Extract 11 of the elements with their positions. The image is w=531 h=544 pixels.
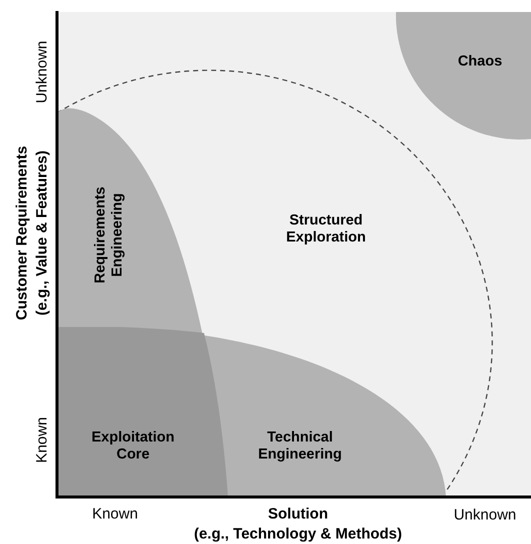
axis-tick-label: Known <box>32 416 52 465</box>
region-label: Exploitation Core <box>90 430 176 464</box>
axis-tick-label: Unknown <box>32 40 52 106</box>
region-label: Requirements Engineering <box>92 186 127 286</box>
region-label: Technical Engineering <box>257 430 343 464</box>
axis-tick-label: Unknown <box>452 505 518 525</box>
axis-tick-label: Known <box>91 504 139 524</box>
region-label: Structured Exploration <box>285 212 367 248</box>
axis-title: Customer Requirements (e.g., Value & Features) <box>12 144 51 322</box>
axis-title: Solution (e.g., Technology & Methods) <box>192 504 404 544</box>
region-label: Chaos <box>456 53 504 71</box>
